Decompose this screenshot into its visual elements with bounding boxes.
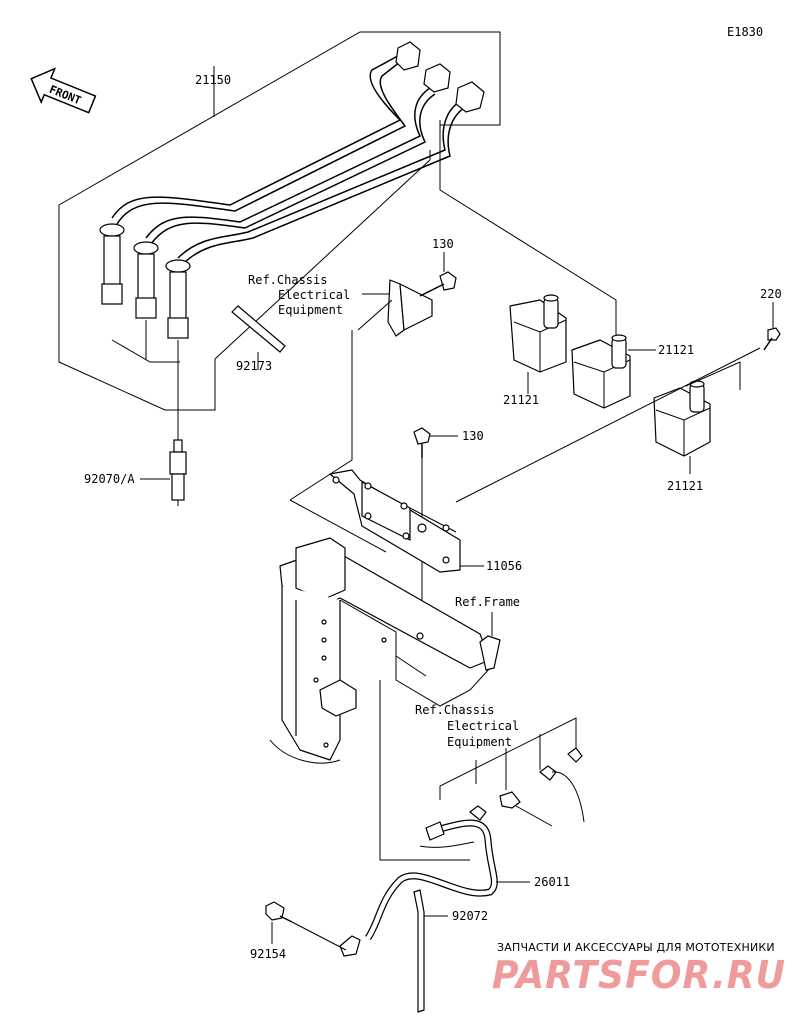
part-label-130-upper: 130 xyxy=(432,237,454,251)
part-label-26011: 26011 xyxy=(534,875,570,889)
diagram-code: E1830 xyxy=(727,25,763,39)
part-label-21121-b: 21121 xyxy=(658,343,694,357)
part-label-130-lower: 130 xyxy=(462,429,484,443)
cable-tie-92072 xyxy=(413,889,448,1013)
spark-plug-wires xyxy=(99,41,485,440)
front-arrow-icon: FRONT xyxy=(30,67,97,114)
part-label-21121-c: 21121 xyxy=(667,479,703,493)
coil-bracket-11056 xyxy=(329,469,484,573)
ground-cable-26011 xyxy=(339,747,585,957)
spark-plug xyxy=(140,439,187,506)
plug-boot-3 xyxy=(165,259,191,339)
ref-chassis-top-2: Electrical xyxy=(278,288,350,302)
ref-frame-label: Ref.Frame xyxy=(455,595,520,609)
part-92173 xyxy=(231,305,286,370)
ignition-coil-3 xyxy=(653,380,711,474)
bolt-130-upper xyxy=(419,252,457,297)
ref-chassis-top-3: Equipment xyxy=(278,303,343,317)
frame xyxy=(269,537,501,861)
ref-chassis-bottom-2: Electrical xyxy=(447,719,519,733)
part-label-92072: 92072 xyxy=(452,909,488,923)
watermark-logo: PARTSFOR.RU xyxy=(492,953,786,997)
ref-chassis-bottom-3: Equipment xyxy=(447,735,512,749)
part-label-92154: 92154 xyxy=(250,947,286,961)
ref-chassis-bottom-frame xyxy=(439,717,577,800)
part-label-11056: 11056 xyxy=(486,559,522,573)
ignition-coil-1 xyxy=(509,294,567,394)
ref-chassis-top-1: Ref.Chassis xyxy=(248,273,327,287)
plug-boot-2 xyxy=(133,241,159,319)
part-label-220: 220 xyxy=(760,287,782,301)
part-label-21150: 21150 xyxy=(195,73,231,87)
ref-chassis-bottom-1: Ref.Chassis xyxy=(415,703,494,717)
watermark-caption: ЗАПЧАСТИ И АКСЕССУАРЫ ДЛЯ МОТОТЕХНИКИ xyxy=(497,941,775,954)
upper-bracket xyxy=(357,279,433,337)
bolt-92154 xyxy=(265,901,347,951)
ignition-coil-2 xyxy=(571,334,656,409)
bolt-220 xyxy=(763,302,781,351)
part-label-92173: 92173 xyxy=(236,359,272,373)
part-label-92070: 92070/A xyxy=(84,472,135,486)
plug-boot-1 xyxy=(99,223,125,305)
part-label-21121-a: 21121 xyxy=(503,393,539,407)
